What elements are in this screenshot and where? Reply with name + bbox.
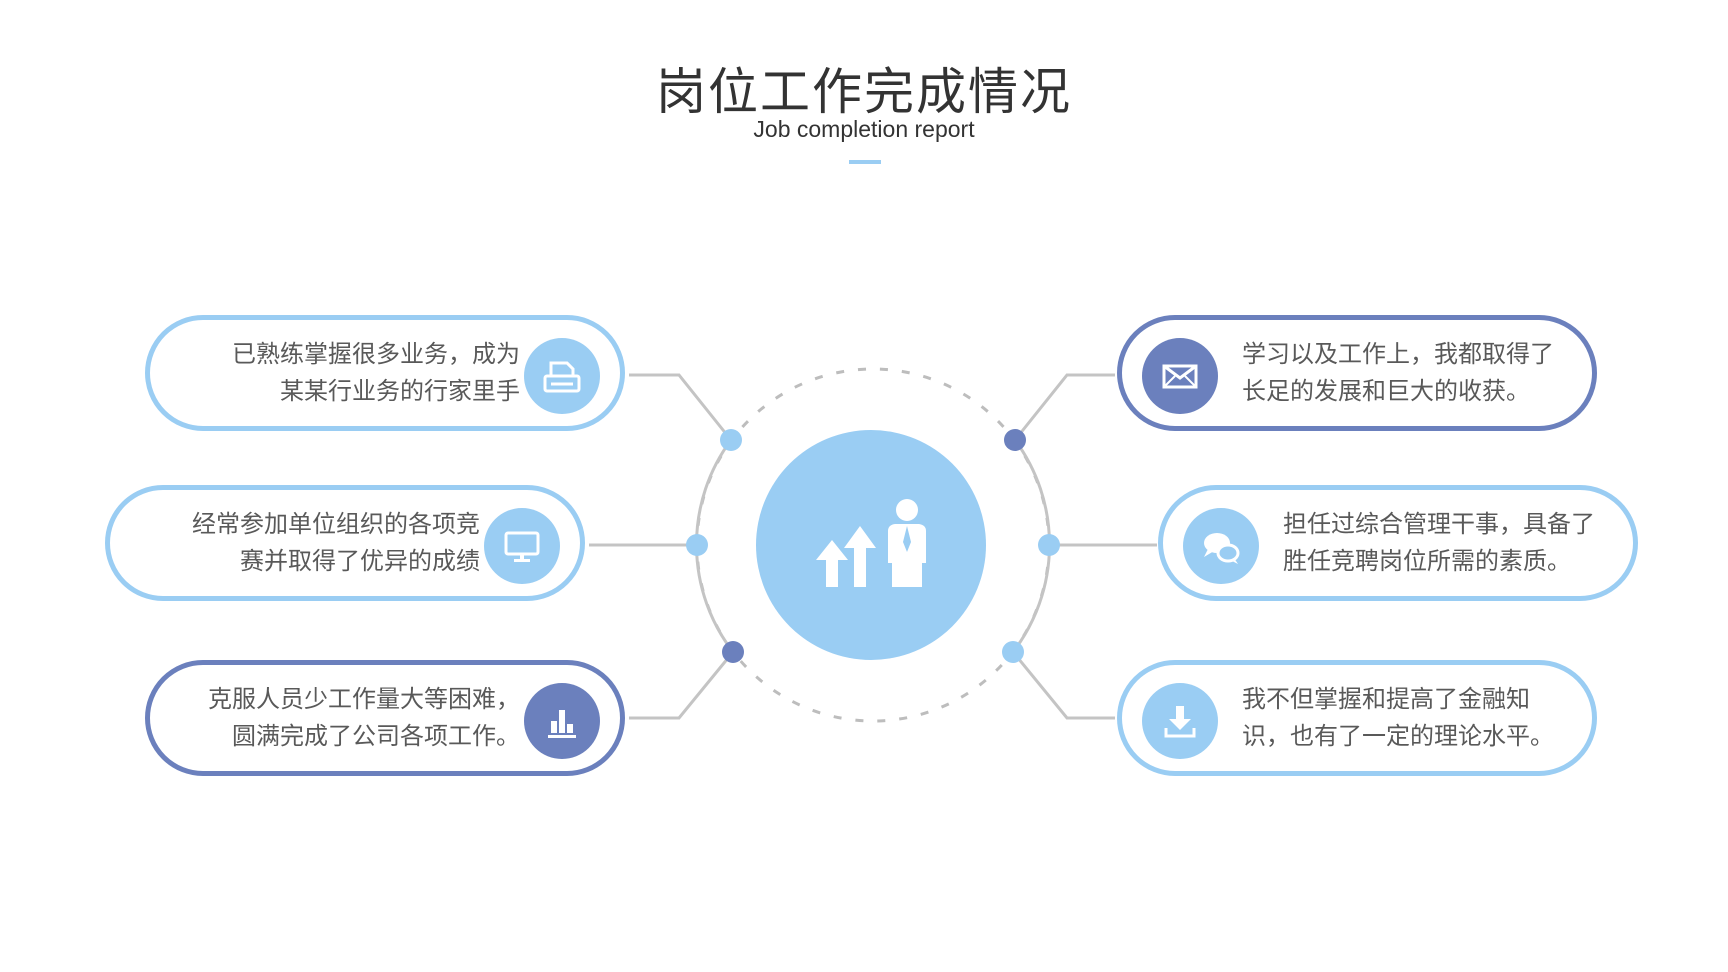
card-right-2: 担任过综合管理干事，具备了 胜任竞聘岗位所需的素质。 [1158,485,1638,601]
chat-icon [1204,533,1240,564]
bar-chart-icon [548,710,576,738]
card-text-line-1: 已熟练掌握很多业务，成为 [232,340,520,368]
card-text-line-1: 克服人员少工作量大等困难， [208,685,520,713]
card-text-line-2: 胜任竞聘岗位所需的素质。 [1283,547,1571,575]
card-left-1: 已熟练掌握很多业务，成为 某某行业务的行家里手 [145,315,625,431]
junction-dot-right-2 [1038,534,1060,556]
download-icon [1164,706,1196,738]
card-text-line-2: 某某行业务的行家里手 [280,377,520,405]
mail-badge [1142,338,1218,414]
growth-person-icon [816,499,926,587]
card-right-1: 学习以及工作上，我都取得了 长足的发展和巨大的收获。 [1117,315,1597,431]
page-title: 岗位工作完成情况 [656,63,1072,121]
card-text-line-1: 我不但掌握和提高了金融知 [1242,685,1530,713]
title-underline [849,160,881,164]
bar-chart-badge [524,683,600,759]
card-text-line-2: 圆满完成了公司各项工作。 [232,722,520,750]
printer-icon [543,361,581,393]
card-text-line-1: 担任过综合管理干事，具备了 [1283,510,1595,538]
card-text-line-2: 赛并取得了优异的成绩 [240,547,480,575]
junction-dot-left-3 [722,641,744,663]
page-subtitle: Job completion report [753,116,975,142]
connector-right-3 [1011,651,1115,720]
connector-right-1 [1013,373,1115,441]
connector-left-1 [629,373,733,441]
monitor-icon [504,531,540,562]
junction-dot-left-1 [720,429,742,451]
junction-dot-right-1 [1004,429,1026,451]
junction-dot-left-2 [686,534,708,556]
card-left-3: 克服人员少工作量大等困难， 圆满完成了公司各项工作。 [145,660,625,776]
card-right-3: 我不但掌握和提高了金融知 识，也有了一定的理论水平。 [1117,660,1597,776]
card-text-line-2: 识，也有了一定的理论水平。 [1242,722,1554,750]
card-text-line-1: 经常参加单位组织的各项竞 [192,510,480,538]
printer-badge [524,338,600,414]
card-text-line-1: 学习以及工作上，我都取得了 [1242,340,1554,368]
monitor-badge [484,508,560,584]
card-left-2: 经常参加单位组织的各项竞 赛并取得了优异的成绩 [105,485,585,601]
center-circle [756,430,986,660]
connector-left-3 [629,651,735,720]
junction-dot-right-3 [1002,641,1024,663]
chat-badge [1183,508,1259,584]
card-text-line-2: 长足的发展和巨大的收获。 [1242,377,1530,405]
download-badge [1142,683,1218,759]
mail-icon [1162,364,1198,389]
